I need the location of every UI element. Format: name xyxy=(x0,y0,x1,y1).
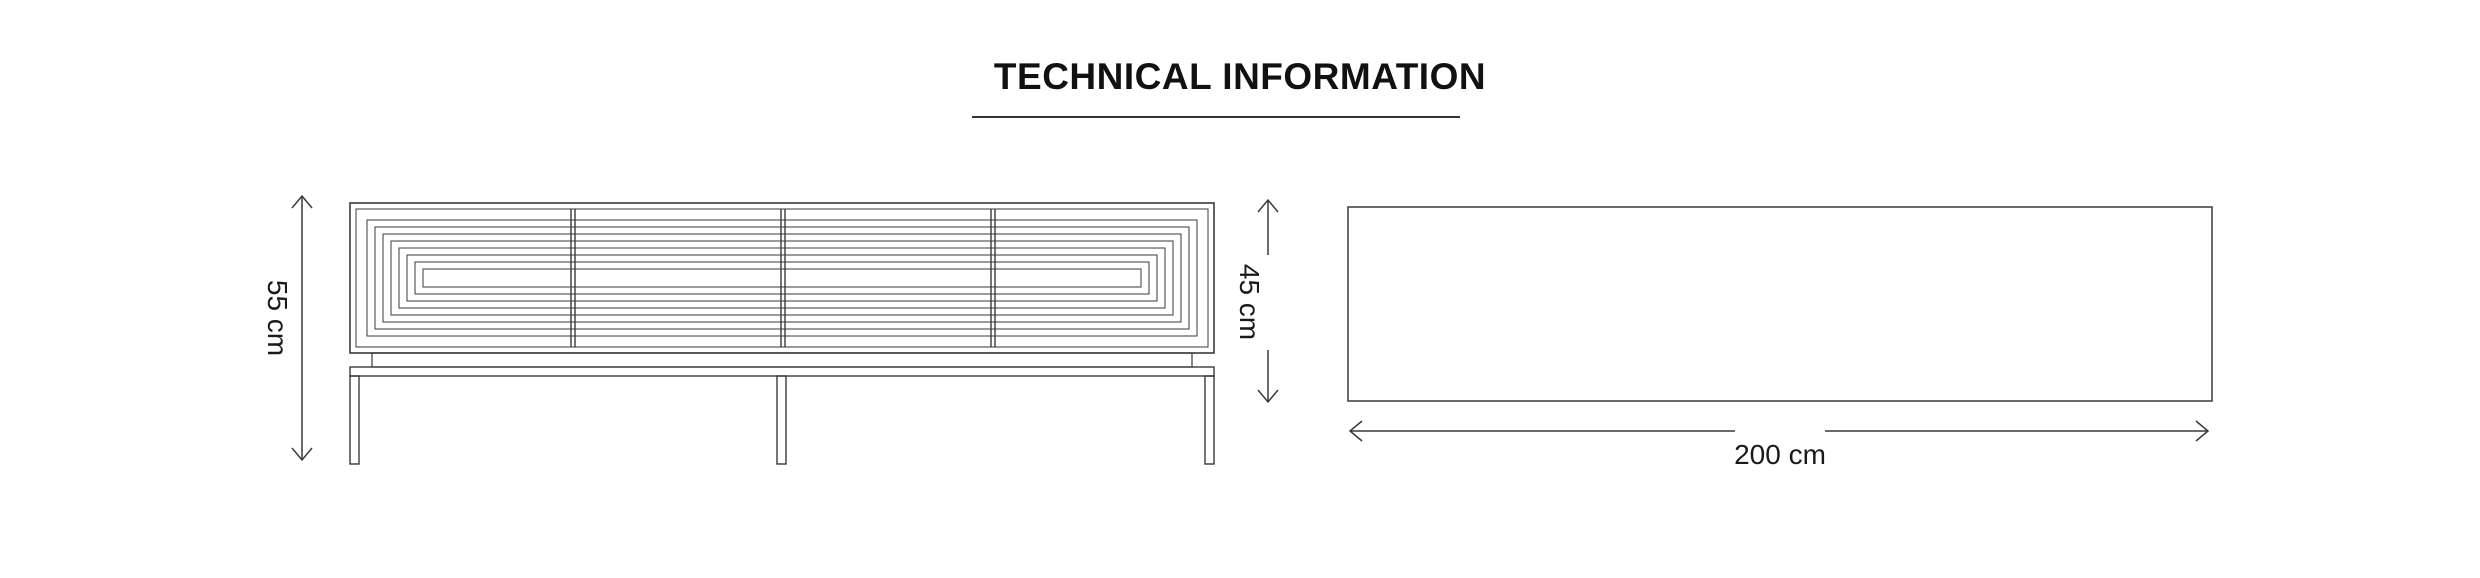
top-view-outline xyxy=(1347,206,2213,402)
page-title: TECHNICAL INFORMATION xyxy=(993,56,1487,97)
title-underline xyxy=(972,116,1460,118)
cabinet-plinth xyxy=(371,352,1193,368)
concentric-pattern xyxy=(366,219,1198,337)
leg-right xyxy=(1204,375,1215,465)
dimension-body-height xyxy=(1257,198,1279,404)
legs xyxy=(349,375,1215,465)
door-dividers xyxy=(570,209,996,347)
label-width: 200 cm xyxy=(1734,439,1826,470)
dimension-width xyxy=(1348,420,2210,442)
cabinet-body xyxy=(349,202,1215,354)
dimension-total-height xyxy=(291,194,313,462)
leg-left xyxy=(349,375,360,465)
cabinet-inner-frame xyxy=(355,208,1209,348)
front-view xyxy=(349,202,1215,465)
base-frame xyxy=(349,366,1215,377)
leg-center xyxy=(776,375,787,465)
label-height-total: 55 cm xyxy=(262,280,293,356)
label-height-body: 45 cm xyxy=(1234,264,1265,340)
